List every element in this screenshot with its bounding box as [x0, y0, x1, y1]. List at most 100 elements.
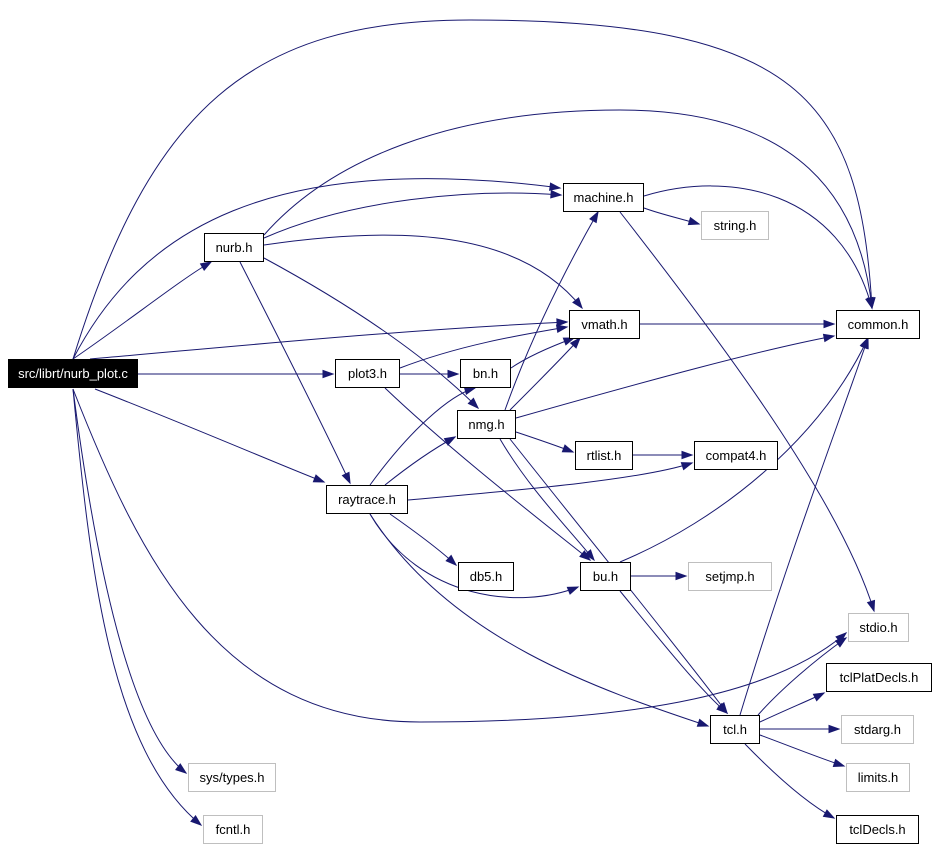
arrowhead: [812, 692, 826, 702]
edge-line: [239, 261, 351, 484]
edge-line: [72, 388, 847, 723]
edge-nurb-h-to-nmg-h: [263, 257, 480, 410]
arrowhead: [866, 599, 876, 613]
node-fcntl-h: fcntl.h: [203, 815, 263, 844]
arrowhead: [443, 436, 457, 446]
edge-plot3-h-to-vmath-h: [399, 324, 569, 369]
arrowhead: [566, 586, 580, 595]
arrowhead: [589, 210, 599, 224]
edge-line: [72, 261, 212, 360]
edge-line: [744, 743, 835, 819]
arrowhead: [312, 474, 326, 483]
edge-vmath-h-to-common-h: [640, 319, 836, 329]
node-sys-types-h: sys/types.h: [188, 763, 276, 792]
edge-machine-h-to-string-h: [643, 207, 701, 226]
arrowhead: [447, 369, 460, 379]
edge-line: [515, 335, 835, 419]
arrowhead: [716, 702, 729, 714]
node-bn-h[interactable]: bn.h: [460, 359, 511, 388]
edge-line: [72, 19, 873, 360]
node-common-h[interactable]: common.h: [836, 310, 920, 339]
arrowhead: [675, 571, 688, 581]
arrowhead: [834, 637, 848, 648]
edge-line: [619, 337, 869, 563]
edge-nurb-h-to-raytrace-h: [239, 261, 351, 485]
edge-nmg-h-to-vmath-h: [509, 336, 581, 411]
node-setjmp-h: setjmp.h: [688, 562, 772, 591]
edge-nurb-plot-c-to-nurb-h: [72, 261, 213, 360]
node-plot3-h[interactable]: plot3.h: [335, 359, 400, 388]
node-tcldecls-h[interactable]: tclDecls.h: [836, 815, 919, 844]
arrowhead: [190, 814, 203, 826]
edge-line: [72, 388, 187, 774]
edge-line: [739, 337, 869, 716]
edge-line: [757, 637, 847, 716]
edge-line: [643, 185, 873, 309]
edge-plot3-h-to-bn-h: [400, 369, 460, 379]
arrowhead: [562, 337, 576, 346]
edge-line: [369, 513, 709, 727]
edge-nmg-h-to-machine-h: [504, 210, 599, 411]
arrowhead: [569, 336, 581, 349]
arrowhead: [199, 261, 213, 272]
edge-line: [72, 388, 202, 826]
edge-nmg-h-to-common-h: [515, 333, 836, 419]
node-nmg-h[interactable]: nmg.h: [457, 410, 516, 439]
edge-bu-h-to-setjmp-h: [631, 571, 688, 581]
arrowhead: [687, 216, 701, 226]
arrowhead: [550, 189, 563, 199]
edge-tcl-h-to-stdarg-h: [760, 724, 841, 734]
arrowhead: [823, 319, 836, 329]
edge-line: [94, 388, 325, 483]
edge-line: [384, 387, 591, 561]
edge-nurb-plot-c-to-vmath-h: [89, 318, 569, 360]
node-bu-h[interactable]: bu.h: [580, 562, 631, 591]
node-tcl-h[interactable]: tcl.h: [710, 715, 760, 744]
edge-nurb-plot-c-to-stdio-h: [72, 388, 848, 723]
edge-line: [263, 257, 479, 409]
edge-bu-h-to-tcl-h: [619, 590, 729, 714]
edge-line: [499, 438, 595, 561]
node-db5-h[interactable]: db5.h: [458, 562, 514, 591]
node-raytrace-h[interactable]: raytrace.h: [326, 485, 408, 514]
node-stdio-h: stdio.h: [848, 613, 909, 642]
arrowhead: [860, 336, 869, 350]
arrowhead: [561, 444, 575, 453]
edge-line: [759, 734, 845, 767]
arrowhead: [341, 471, 351, 485]
node-tclplatdecls-h[interactable]: tclPlatDecls.h: [826, 663, 932, 692]
edge-tcl-h-to-stdio-h: [757, 637, 848, 716]
arrowhead: [572, 297, 583, 310]
edge-bn-h-to-vmath-h: [510, 337, 576, 369]
node-vmath-h[interactable]: vmath.h: [569, 310, 640, 339]
edge-line: [399, 326, 568, 369]
edge-line: [72, 178, 561, 360]
node-rtlist-h[interactable]: rtlist.h: [575, 441, 633, 470]
edge-raytrace-h-to-nmg-h: [384, 436, 457, 486]
node-nurb-h[interactable]: nurb.h: [204, 233, 264, 262]
edge-line: [619, 590, 728, 714]
arrowhead: [835, 632, 848, 644]
edge-raytrace-h-to-tcl-h: [369, 513, 710, 727]
edge-line: [509, 337, 581, 411]
node-nurb-plot-c: src/librt/nurb_plot.c: [8, 359, 138, 388]
edge-nurb-h-to-machine-h: [263, 189, 563, 239]
edge-line: [263, 109, 873, 309]
edge-machine-h-to-stdio-h: [619, 211, 876, 613]
edge-nmg-h-to-bu-h: [499, 438, 595, 562]
arrowhead: [822, 809, 836, 819]
arrowhead: [463, 386, 477, 395]
node-stdarg-h: stdarg.h: [841, 715, 914, 744]
arrowhead: [549, 182, 562, 191]
arrowhead: [175, 763, 188, 774]
arrowhead: [322, 369, 335, 379]
node-compat4-h[interactable]: compat4.h: [694, 441, 778, 470]
node-machine-h[interactable]: machine.h: [563, 183, 644, 212]
edge-tcl-h-to-common-h: [739, 336, 869, 716]
edge-line: [263, 192, 562, 239]
arrowhead: [822, 333, 836, 343]
edge-line: [407, 462, 693, 501]
edge-rtlist-h-to-compat4-h: [633, 450, 694, 460]
